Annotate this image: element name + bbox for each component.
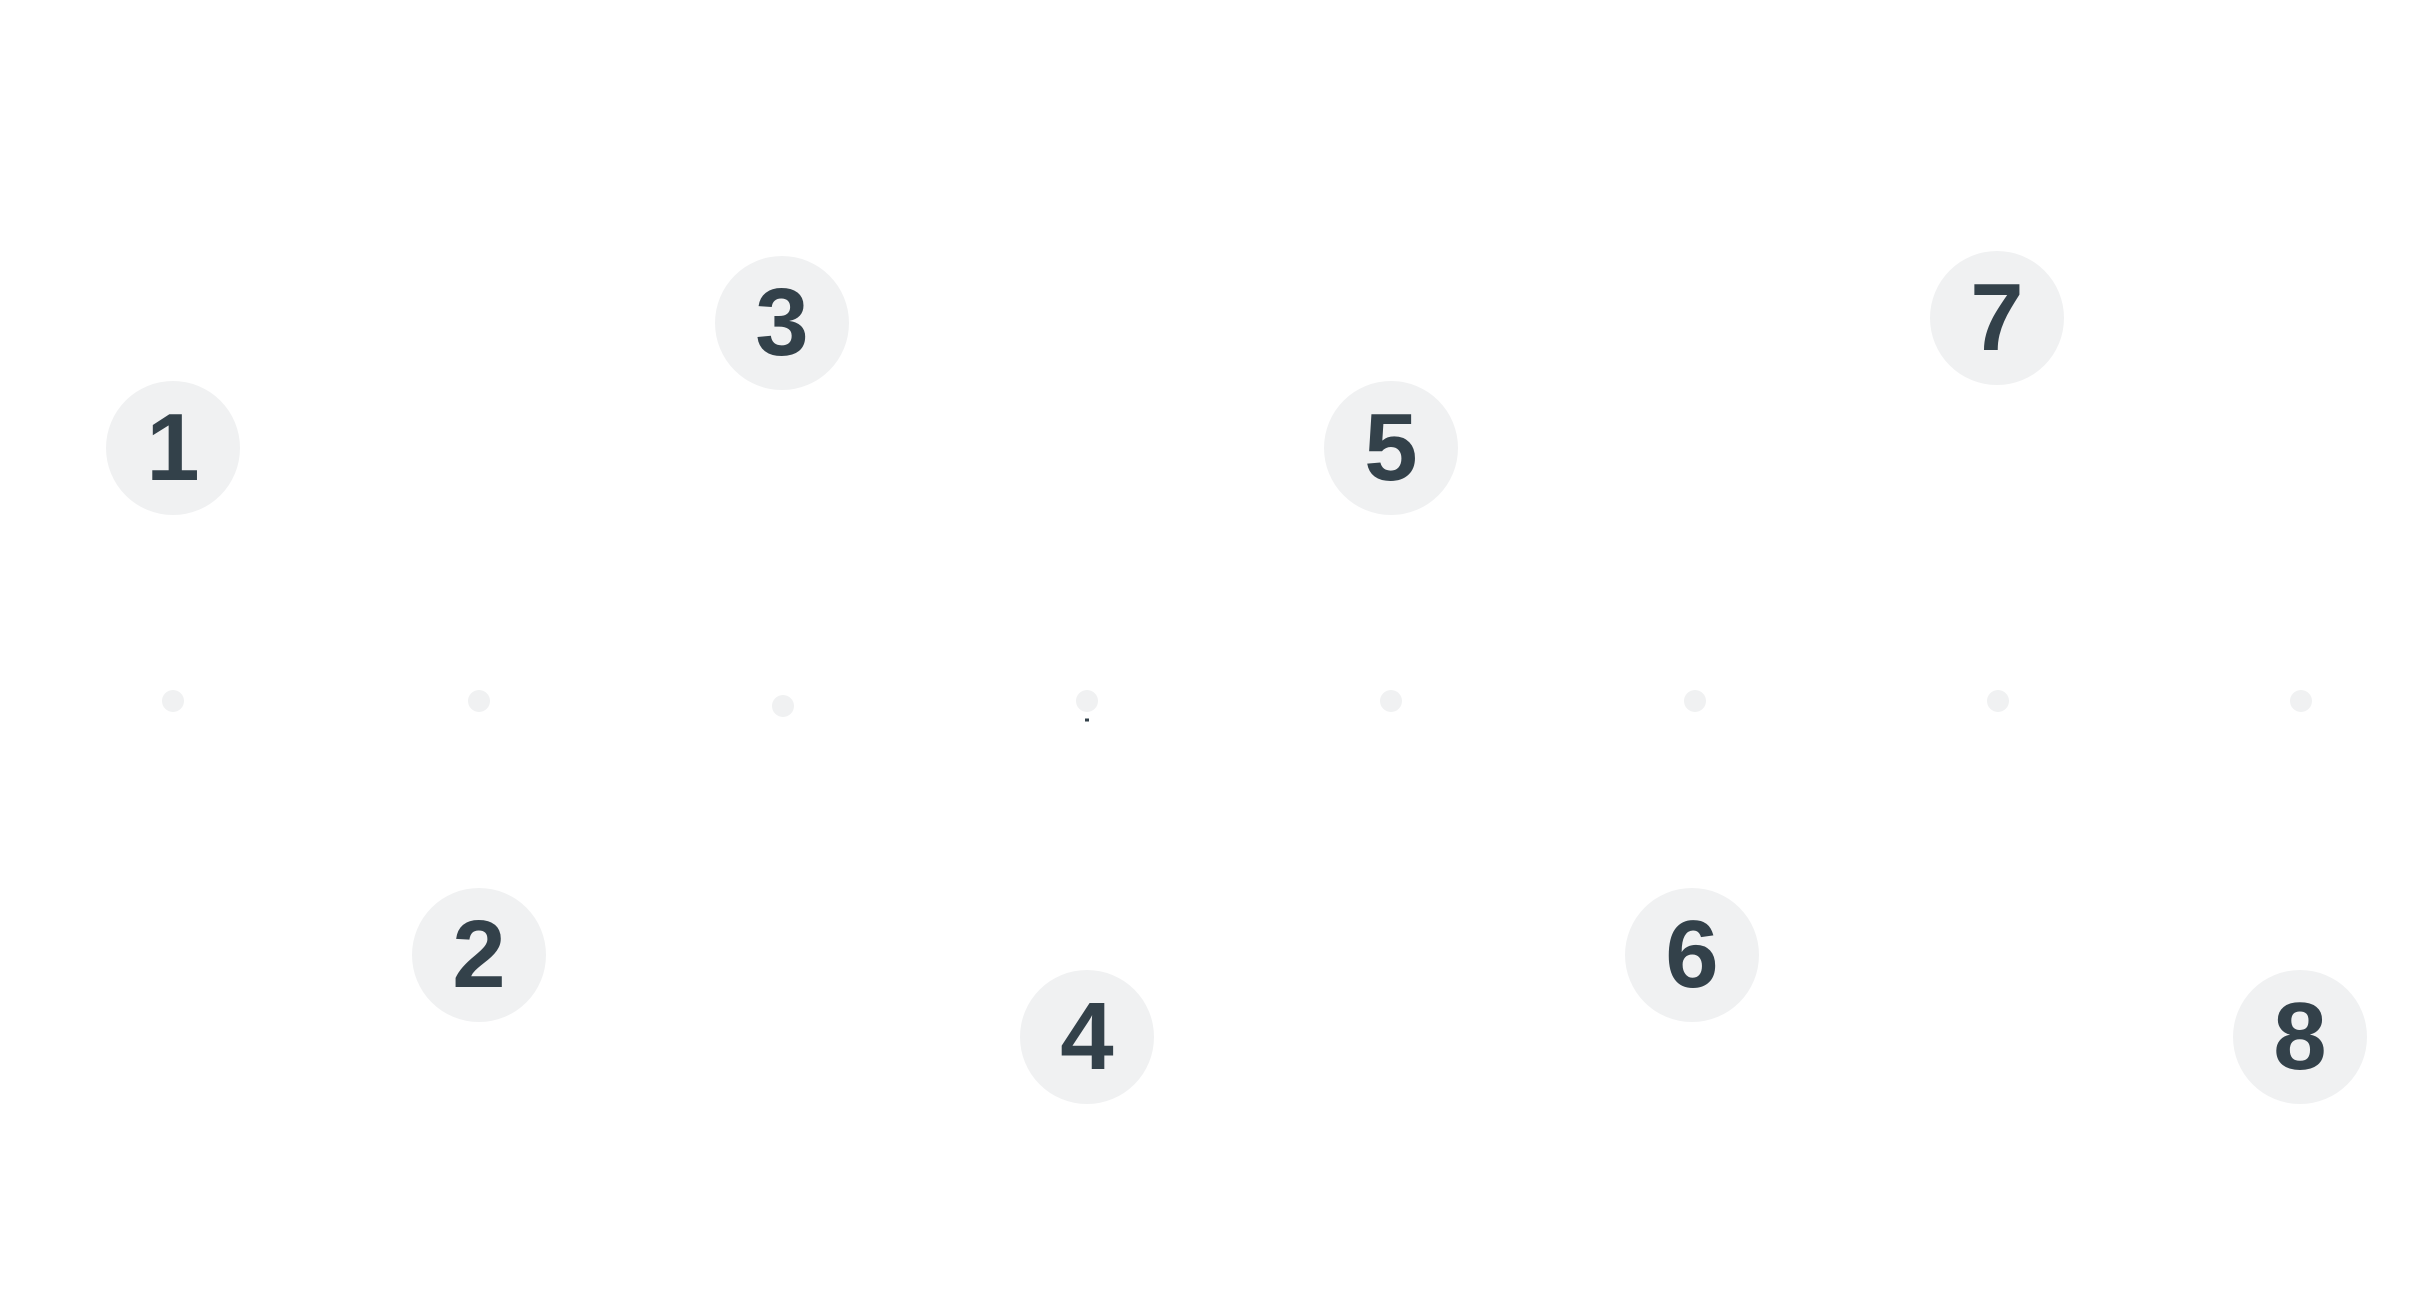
step-number: 7 bbox=[1970, 264, 2024, 371]
step-badge-8: 8 bbox=[2233, 970, 2367, 1104]
timeline-dot-4 bbox=[1076, 690, 1098, 712]
step-number: 6 bbox=[1665, 901, 1719, 1008]
step-number: 4 bbox=[1060, 983, 1114, 1090]
step-badge-5: 5 bbox=[1324, 381, 1458, 515]
timeline-dot-7 bbox=[1987, 690, 2009, 712]
step-badge-3: 3 bbox=[715, 256, 849, 390]
timeline-dot-3 bbox=[772, 695, 794, 717]
step-number: 3 bbox=[755, 269, 809, 376]
step-badge-7: 7 bbox=[1930, 251, 2064, 385]
step-badge-1: 1 bbox=[106, 381, 240, 515]
timeline-dot-2 bbox=[468, 690, 490, 712]
step-badge-2: 2 bbox=[412, 888, 546, 1022]
timeline-dot-5 bbox=[1380, 690, 1402, 712]
step-number: 8 bbox=[2273, 983, 2327, 1090]
step-badge-6: 6 bbox=[1625, 888, 1759, 1022]
step-badge-4: 4 bbox=[1020, 970, 1154, 1104]
timeline-dot-1 bbox=[162, 690, 184, 712]
step-number: 2 bbox=[452, 901, 506, 1008]
timeline-dot-6 bbox=[1684, 690, 1706, 712]
step-number: 1 bbox=[146, 394, 200, 501]
step-number: 5 bbox=[1364, 394, 1418, 501]
timeline-dot-8 bbox=[2290, 690, 2312, 712]
timeline-dot-4-marker bbox=[1085, 718, 1089, 722]
